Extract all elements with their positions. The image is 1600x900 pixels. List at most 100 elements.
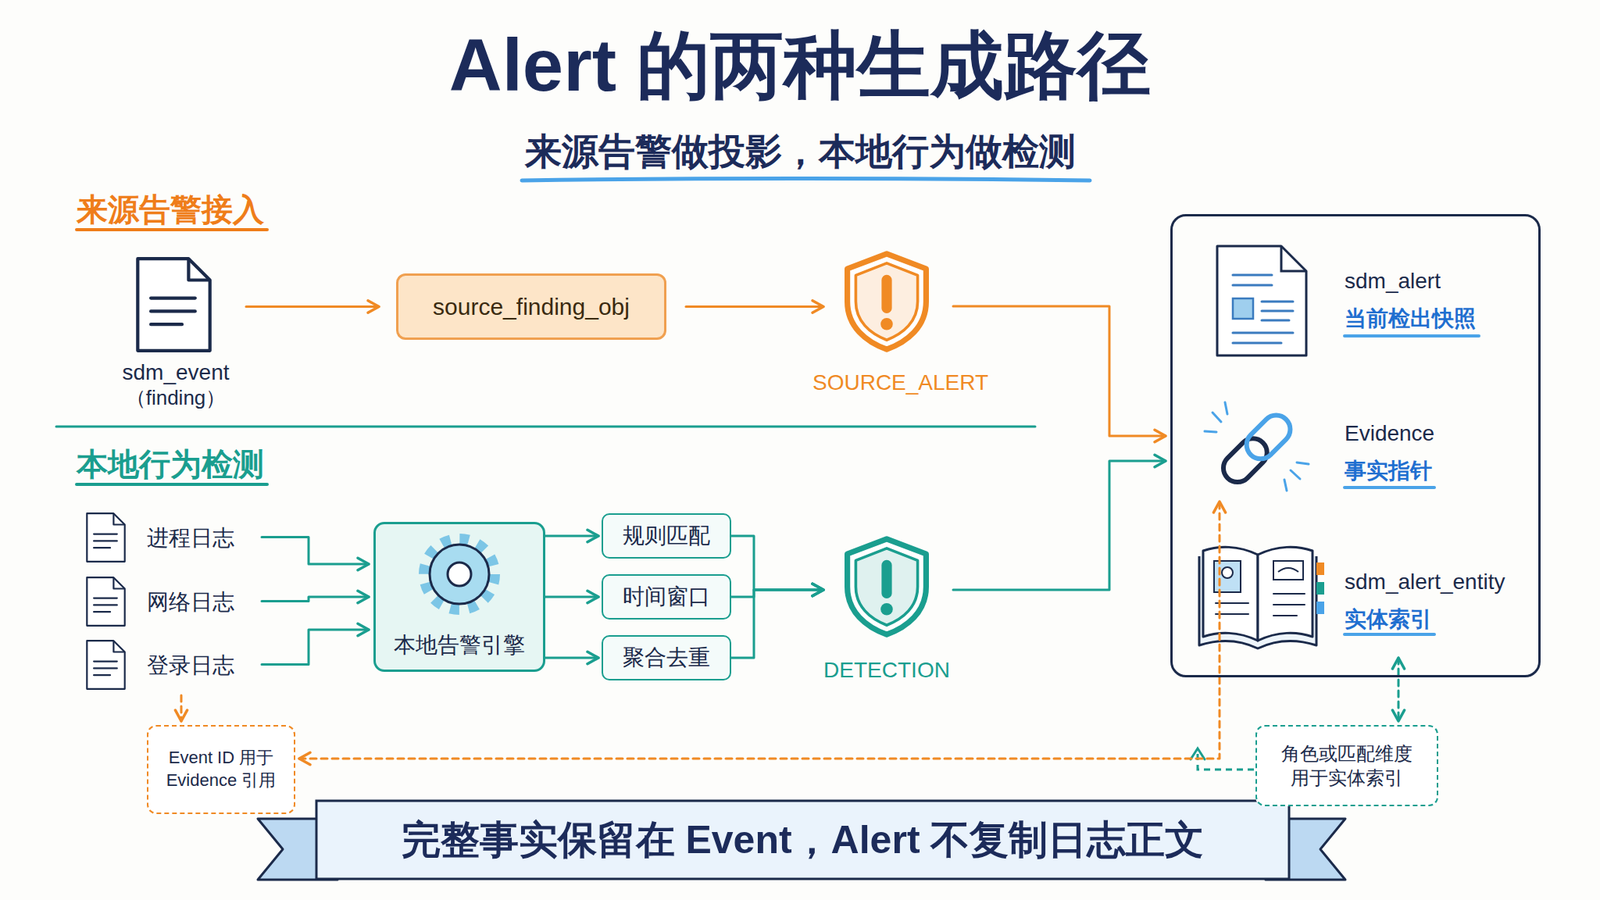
document-icon: [137, 258, 210, 351]
flow-line: [261, 629, 369, 665]
flow-line: [545, 596, 599, 599]
arrow-head: [175, 710, 187, 722]
flow-connector: [545, 529, 599, 542]
section-underline: [76, 229, 268, 231]
source-alert-shield: SOURCE_ALERT: [828, 248, 946, 405]
alert-store: sdm_alert 当前检出快照 Evidence 事实指针 sdm_alert_ent…: [1170, 214, 1541, 678]
event-doc: sdm_event（finding）: [101, 250, 250, 418]
section-divider: [56, 425, 1036, 429]
flow-connector: [731, 535, 824, 597]
gear-icon: [425, 539, 494, 609]
node-label: SOURCE_ALERT: [812, 369, 961, 397]
node-label: 本地告警引擎: [375, 632, 543, 659]
book-icon: [1316, 582, 1325, 595]
arrow-head: [299, 752, 311, 765]
book-icon: [1214, 560, 1241, 593]
note-box: Event ID 用于 Evidence 引用: [146, 725, 296, 815]
chain-icon: [1204, 402, 1309, 491]
node-label: sdm_alert_entity: [1344, 568, 1505, 596]
step-box: 聚合去重: [601, 635, 732, 681]
flow-line: [261, 537, 369, 565]
step-box: 规则匹配: [601, 513, 732, 559]
subtitle: 来源告警做投影，本地行为做检测: [0, 129, 1600, 174]
flow-connector: [953, 306, 1166, 443]
log-source: 网络日志: [78, 571, 266, 631]
node-label: source_finding_obj: [432, 291, 630, 322]
alert-shield: [847, 539, 927, 635]
node-label: 网络日志: [146, 589, 235, 616]
flow-connector: [1392, 657, 1404, 722]
node-label: Event ID 用于 Evidence 引用: [153, 746, 290, 792]
gear-icon: [425, 539, 494, 609]
alert-shield: [847, 253, 927, 350]
arrow-head: [367, 300, 379, 313]
section-underline: [76, 482, 268, 486]
alert-doc-icon: [1232, 298, 1254, 319]
arrow-head: [812, 583, 824, 596]
log-source: 进程日志: [78, 507, 266, 567]
banner-ribbon: [316, 800, 1290, 879]
log-icon: [86, 513, 125, 562]
banner-ribbon: [257, 800, 1346, 880]
dashed-leader: [1197, 751, 1254, 770]
book-icon: [1215, 593, 1305, 616]
node-label: sdm_event: [101, 359, 250, 386]
book-icon: [1221, 567, 1233, 579]
node-label: （finding）: [101, 385, 250, 411]
alert-doc-icon: [1232, 275, 1293, 343]
book-icon: [1316, 601, 1325, 615]
flow-connector: [299, 501, 1226, 765]
flow-line: [261, 596, 369, 602]
section-heading: 来源告警接入: [76, 190, 265, 229]
arrow-head: [1154, 454, 1166, 467]
evidence-item: Evidence 事实指针: [1205, 389, 1534, 507]
flow-connector: [685, 300, 824, 313]
gear-icon: [429, 544, 490, 604]
section-divider: [56, 426, 1036, 428]
node-label: DETECTION: [812, 657, 961, 684]
arrow-head: [812, 300, 824, 313]
note-box: 角色或匹配维度 用于实体索引: [1255, 725, 1439, 807]
log-icon: [86, 577, 125, 626]
engine-fill: [374, 522, 545, 672]
flow-connector: [731, 583, 824, 658]
detection-shield: DETECTION: [828, 533, 946, 690]
flow-line: [953, 306, 1166, 436]
section-underline: [76, 484, 268, 486]
gear-icon: [447, 562, 472, 586]
node-label: sdm_alert: [1344, 267, 1441, 295]
flow-connector: [261, 537, 369, 571]
node-label: 事实指针: [1344, 457, 1433, 485]
node-label: Evidence: [1344, 420, 1435, 447]
arrow-head: [1392, 657, 1404, 669]
arrow-head: [587, 651, 599, 664]
alert-shield: [847, 539, 927, 635]
chain-icon: [1204, 402, 1309, 491]
arrow-head: [357, 590, 369, 603]
subtitle-underline: [521, 178, 1090, 182]
step-box: 时间窗口: [601, 574, 732, 620]
book-icon: [1316, 562, 1325, 575]
node-label: 当前检出快照: [1344, 305, 1476, 333]
flow-line: [299, 501, 1220, 759]
flow-line: [731, 535, 824, 590]
arrow-head: [1154, 429, 1166, 442]
diagram-title: Alert 的两种生成路径: [0, 21, 1600, 111]
arrow-head: [1213, 501, 1225, 513]
book-icon: [1273, 560, 1304, 580]
arrow-head: [357, 557, 369, 570]
arrow-head: [357, 623, 369, 636]
book-icon: [1203, 546, 1258, 641]
alert-doc-icon: [1281, 246, 1307, 272]
flow-connector: [545, 590, 599, 603]
flow-connector: [545, 651, 599, 664]
node-label: 规则匹配: [622, 521, 711, 550]
flow-line: [545, 535, 599, 538]
arrow-head: [587, 529, 599, 542]
alert-doc-icon: [1217, 246, 1307, 356]
book-icon: [1278, 567, 1299, 572]
node-label: 登录日志: [146, 652, 235, 679]
engine-box: 本地告警引擎: [373, 521, 546, 672]
book-icon: [1199, 546, 1325, 649]
